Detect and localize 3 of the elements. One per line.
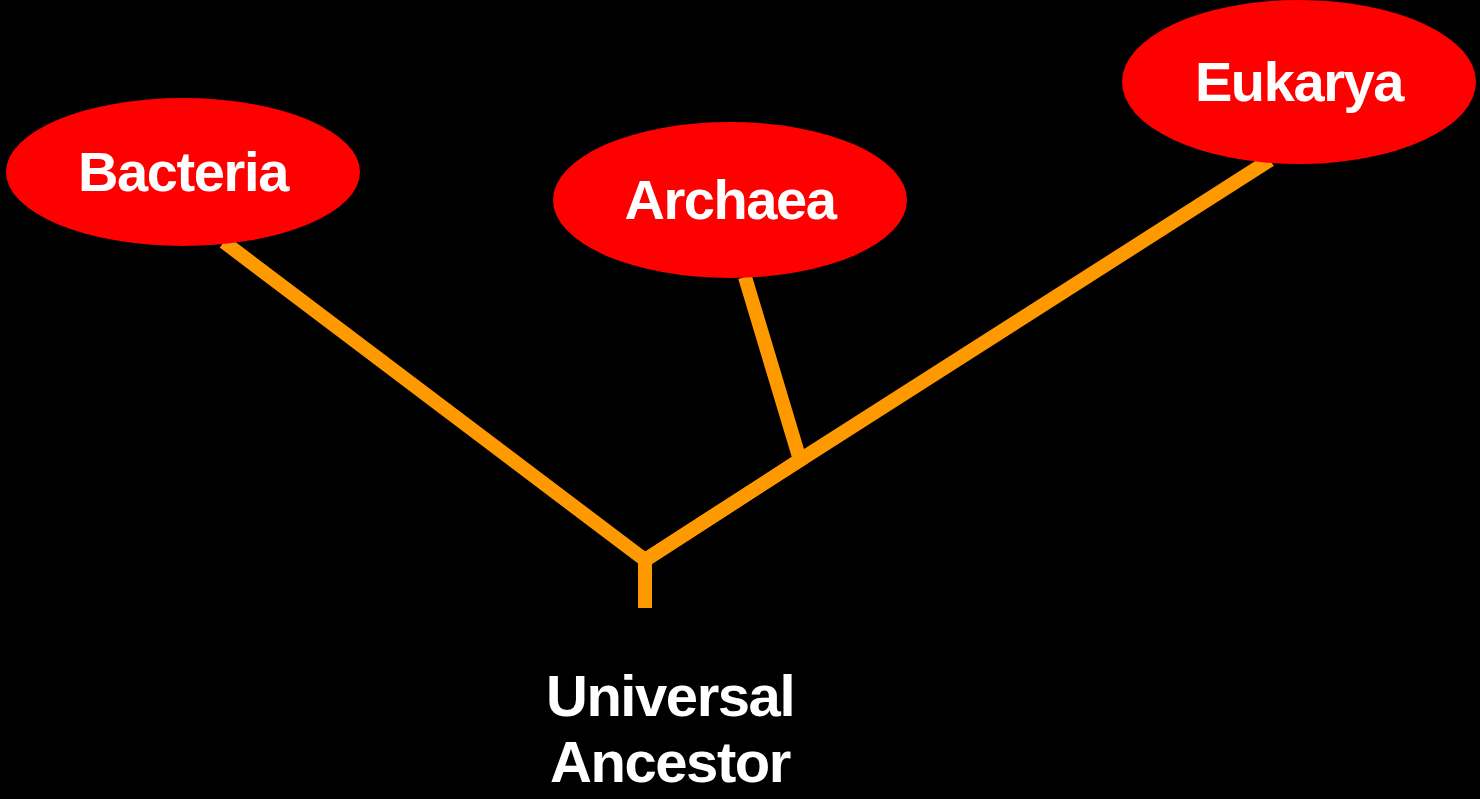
- node-label: Bacteria: [78, 144, 288, 200]
- node-label: Universal Ancestor: [544, 662, 796, 796]
- node-label: Archaea: [624, 172, 836, 228]
